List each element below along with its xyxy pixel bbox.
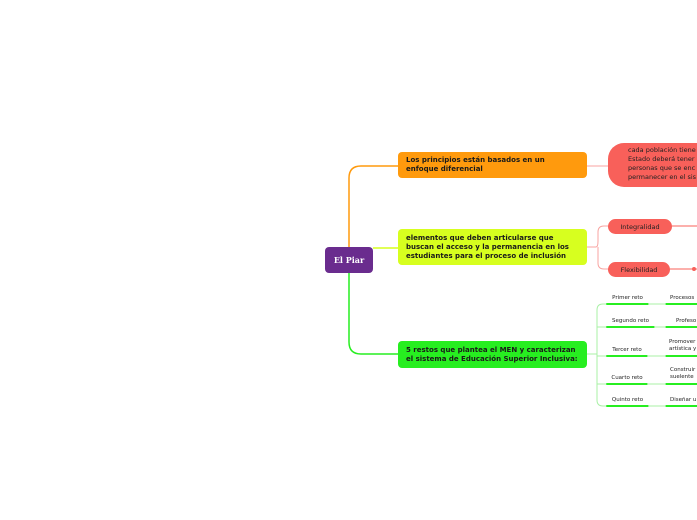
branch-retos[interactable]: 5 restos que plantea el MEN y caracteriz…	[398, 341, 587, 368]
reto-label[interactable]: Tercer reto	[612, 347, 642, 353]
root-topic[interactable]: El Piar	[325, 247, 373, 273]
reto-detail[interactable]: Promover artística y	[669, 339, 696, 353]
branch-elements[interactable]: elementos que deben articularse que busc…	[398, 229, 587, 265]
note-line: cada población tiene	[628, 146, 696, 154]
reto-detail[interactable]: Profeso	[676, 318, 697, 324]
reto-detail-line: artística y	[669, 346, 697, 352]
note-line: permanecer en el sis	[628, 173, 697, 181]
branch-principles[interactable]: Los principios están basados en un enfoq…	[398, 152, 587, 178]
reto-detail[interactable]: Diseñar u	[670, 397, 697, 403]
reto-label[interactable]: Quinto reto	[611, 397, 644, 403]
subtopic-integralidad[interactable]: Integralidad	[608, 219, 672, 234]
reto-detail[interactable]: Procesos	[670, 295, 695, 301]
branch-retos-label: 5 restos que plantea el MEN y caracteriz…	[406, 345, 578, 363]
note-line: Estado deberá tener	[628, 155, 695, 163]
branch-principles-label: Los principios están basados en un enfoq…	[406, 156, 545, 173]
reto-label[interactable]: Cuarto reto	[611, 375, 643, 381]
principles-note[interactable]: cada población tiene Estado deberá tener…	[608, 143, 697, 187]
reto-label[interactable]: Primer reto	[612, 295, 643, 301]
reto-detail-line: suelente	[670, 374, 694, 380]
reto-detail-line: Promover	[669, 339, 696, 345]
reto-label[interactable]: Segundo reto	[612, 318, 649, 324]
subtopic-flexibilidad[interactable]: Flexibilidad	[608, 262, 670, 277]
note-line: personas que se enc	[628, 164, 696, 172]
branch-elements-label: elementos que deben articularse que busc…	[406, 233, 569, 260]
reto-detail-line: Construir	[670, 367, 696, 373]
reto-detail[interactable]: Construir suelente	[670, 367, 695, 381]
